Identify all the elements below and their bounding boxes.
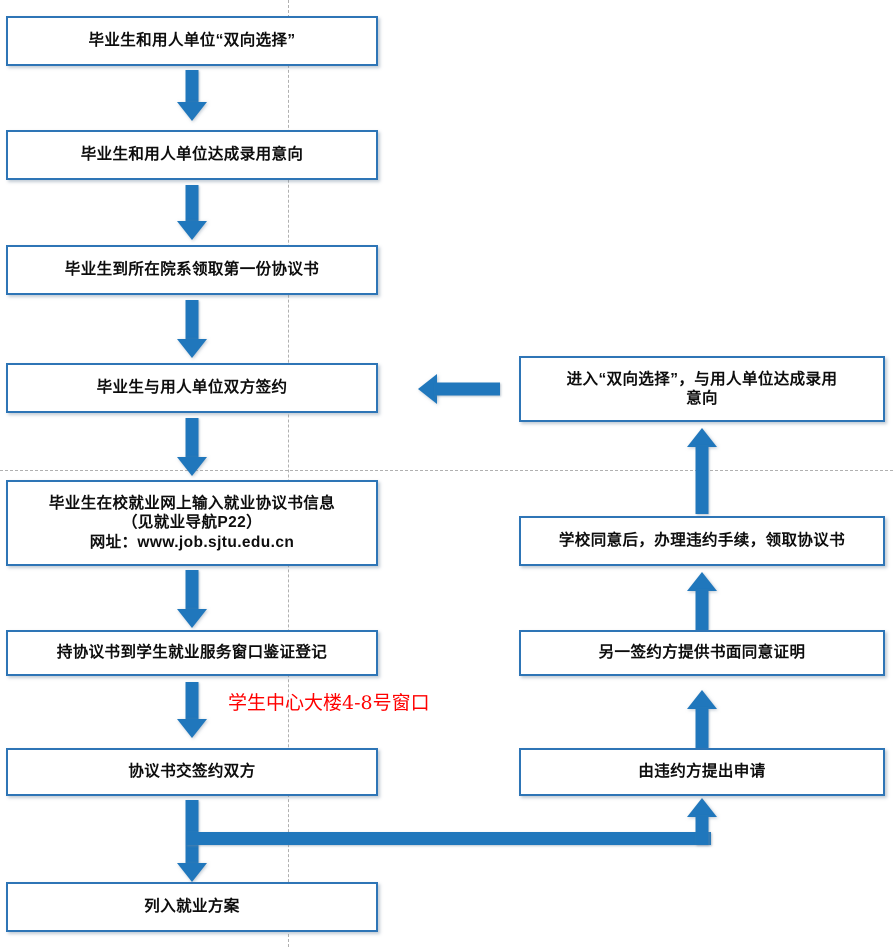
node-graduate-employer-mutual-selection[interactable]: 毕业生和用人单位“双向选择” — [6, 16, 378, 66]
arrow-down-icon-n1-n2 — [176, 70, 208, 121]
horizontal-dashed-guide — [0, 470, 893, 471]
node-other-party-written-consent[interactable]: 另一签约方提供书面同意证明 — [519, 630, 885, 676]
node-breaching-party-applies[interactable]: 由违约方提出申请 — [519, 748, 885, 796]
arrow-up-icon-r4-r3 — [686, 690, 718, 748]
node-reenter-mutual-selection[interactable]: 进入“双向选择”，与用人单位达成录用 意向 — [519, 356, 885, 422]
annotation-service-window-location: 学生中心大楼4-8号窗口 — [228, 692, 430, 714]
node-school-approval-breach-procedure[interactable]: 学校同意后，办理违约手续，领取协议书 — [519, 516, 885, 566]
arrow-down-icon-n6-n7 — [176, 682, 208, 738]
vertical-dashed-guide — [288, 0, 289, 947]
arrow-down-icon-n2-n3 — [176, 185, 208, 240]
node-deliver-agreement-to-both-parties[interactable]: 协议书交签约双方 — [6, 748, 378, 796]
node-reach-hiring-intention[interactable]: 毕业生和用人单位达成录用意向 — [6, 130, 378, 180]
node-sign-agreement-with-employer[interactable]: 毕业生与用人单位双方签约 — [6, 363, 378, 413]
node-included-in-employment-plan[interactable]: 列入就业方案 — [6, 882, 378, 932]
arrow-up-icon-r3-r2 — [686, 572, 718, 630]
node-verify-at-service-window[interactable]: 持协议书到学生就业服务窗口鉴证登记 — [6, 630, 378, 676]
arrow-up-icon-r2-r1 — [686, 428, 718, 514]
arrow-down-icon-n4-n5 — [176, 418, 208, 476]
arrow-left-icon-r1-to-n4 — [418, 374, 500, 404]
node-enter-agreement-info-online[interactable]: 毕业生在校就业网上输入就业协议书信息 （见就业导航P22） 网址：www.job… — [6, 480, 378, 566]
arrow-down-icon-n3-n4 — [176, 300, 208, 358]
bridge-connector-horizontal — [186, 832, 711, 845]
node-collect-first-agreement-from-department[interactable]: 毕业生到所在院系领取第一份协议书 — [6, 245, 378, 295]
arrow-down-icon-n5-n6 — [176, 570, 208, 628]
arrow-up-icon-bridge-to-r4 — [686, 798, 718, 845]
